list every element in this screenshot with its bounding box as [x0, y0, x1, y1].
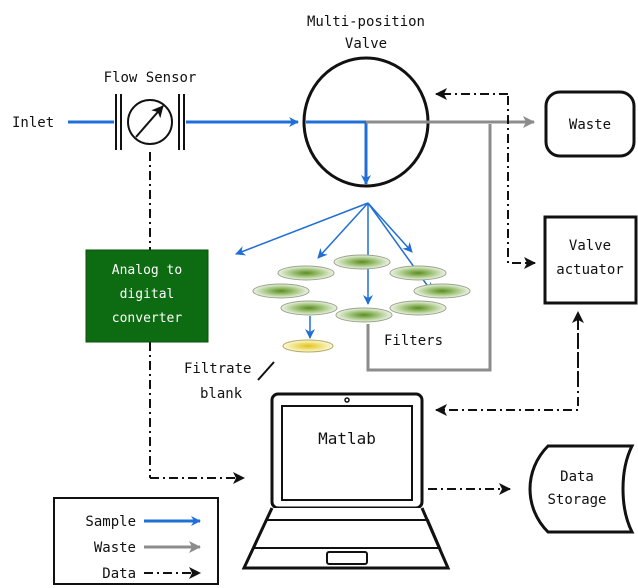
filter-discs: [252, 254, 471, 323]
flow-sensor-icon: [115, 94, 185, 150]
filter-disc: [335, 307, 393, 323]
adc-label-line3: converter: [112, 311, 183, 326]
filter-disc: [280, 300, 338, 316]
filters-label: Filters: [384, 333, 443, 349]
filters-waste-line: [366, 124, 492, 372]
storage-label-line2: Storage: [547, 492, 606, 508]
filtrate-blank-disc: [282, 339, 334, 353]
actuator-label-line2: actuator: [556, 262, 623, 278]
filter-disc: [333, 254, 391, 270]
legend-waste-label: Waste: [94, 540, 136, 556]
data-line-to-actuator: [507, 96, 536, 269]
filter-disc: [277, 265, 335, 281]
legend-sample-label: Sample: [85, 514, 136, 530]
filter-disc: [389, 265, 447, 281]
filtrate-label-line2: blank: [200, 386, 243, 402]
flow-sensor-label: Flow Sensor: [104, 70, 197, 86]
filter-disc: [413, 283, 471, 299]
legend-data-label: Data: [102, 566, 136, 582]
inlet-label: Inlet: [12, 115, 54, 131]
adc-label-line2: digital: [120, 287, 175, 302]
valve-label-line1: Multi-position: [307, 14, 425, 30]
actuator-label-line1: Valve: [569, 238, 611, 254]
waste-box: [544, 90, 636, 158]
data-storage-shape: [528, 444, 635, 534]
storage-label-line1: Data: [560, 469, 594, 485]
waste-box-label: Waste: [569, 117, 611, 133]
filter-disc: [252, 283, 310, 299]
matlab-label: Matlab: [318, 429, 376, 448]
data-line-actuator-to-laptop: [435, 321, 579, 416]
valve-label-line2: Valve: [345, 36, 387, 52]
adc-border: [85, 249, 209, 343]
filter-disc: [389, 300, 447, 316]
laptop-icon: [241, 392, 451, 570]
filtrate-pointer: [257, 361, 275, 381]
legend-box: [53, 497, 219, 585]
filtrate-label-line1: Filtrate: [184, 361, 251, 377]
adc-label-line1: Analog to: [112, 263, 182, 278]
valve-actuator-box: [543, 215, 638, 305]
